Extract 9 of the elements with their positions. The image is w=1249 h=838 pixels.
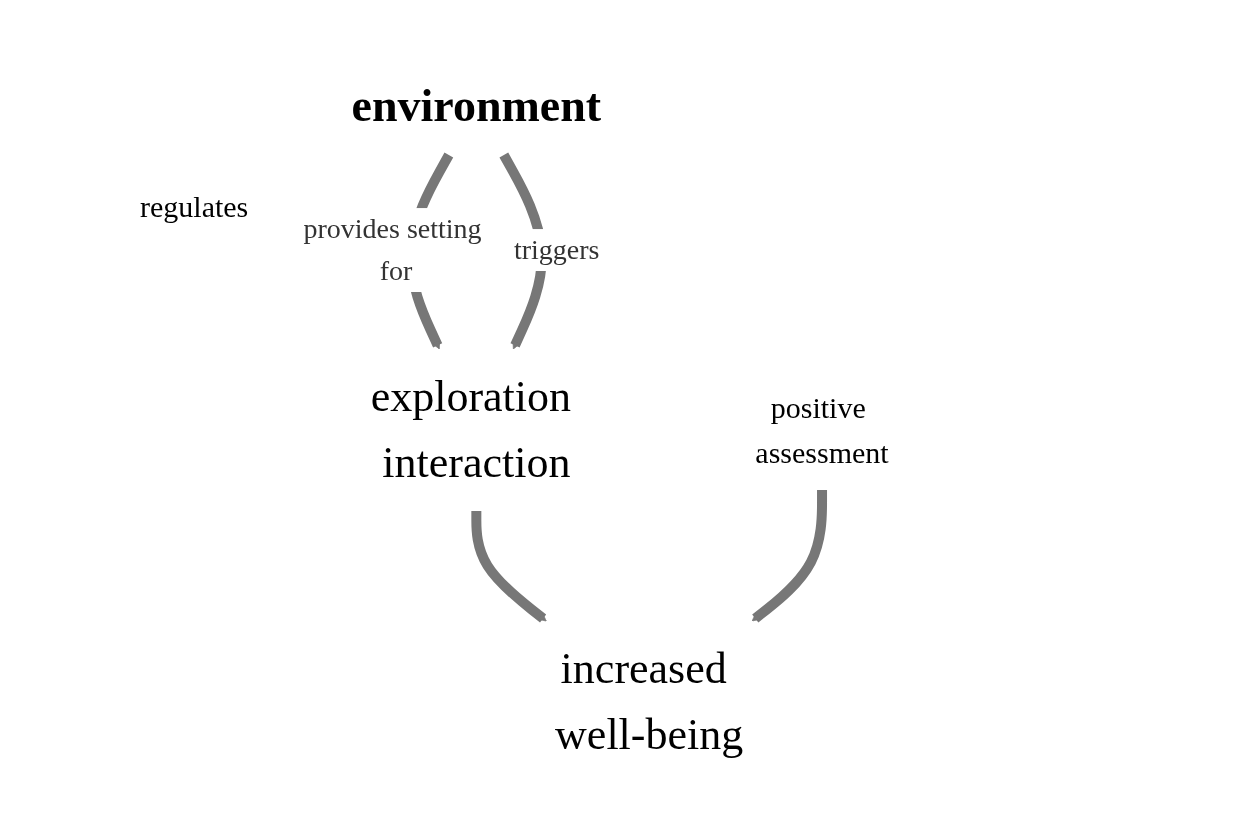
node-text: exploration interaction <box>371 371 572 487</box>
node-text: positive assessment <box>755 390 890 469</box>
node-text: environment <box>352 79 602 131</box>
arrow <box>471 510 548 622</box>
note-text: regulates <box>140 190 249 224</box>
arrow <box>752 489 828 622</box>
edge-label: provides setting for <box>303 212 483 286</box>
node-text: increased well-being <box>555 643 744 759</box>
edge-label: triggers <box>514 233 600 265</box>
